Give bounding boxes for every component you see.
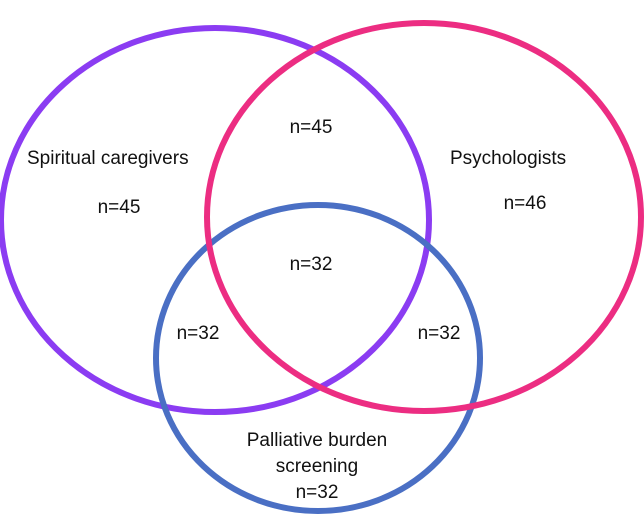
palliative-burden-label-line1: Palliative burden [246, 430, 388, 451]
palliative-burden-label-line2: screening [275, 456, 359, 477]
spiritual-caregivers-count: n=45 [97, 197, 141, 218]
overlap-all-three-count: n=32 [289, 254, 333, 275]
palliative-burden-circle [153, 202, 483, 514]
psychologists-circle [204, 20, 644, 414]
spiritual-caregivers-label: Spiritual caregivers [27, 148, 189, 169]
overlap-spiritual-psychologists-count: n=45 [289, 117, 333, 138]
overlap-psychologists-palliative-count: n=32 [417, 323, 461, 344]
psychologists-count: n=46 [503, 193, 547, 214]
psychologists-label: Psychologists [450, 148, 567, 169]
palliative-burden-count: n=32 [295, 482, 339, 503]
spiritual-caregivers-circle [0, 25, 432, 415]
overlap-spiritual-palliative-count: n=32 [176, 323, 220, 344]
